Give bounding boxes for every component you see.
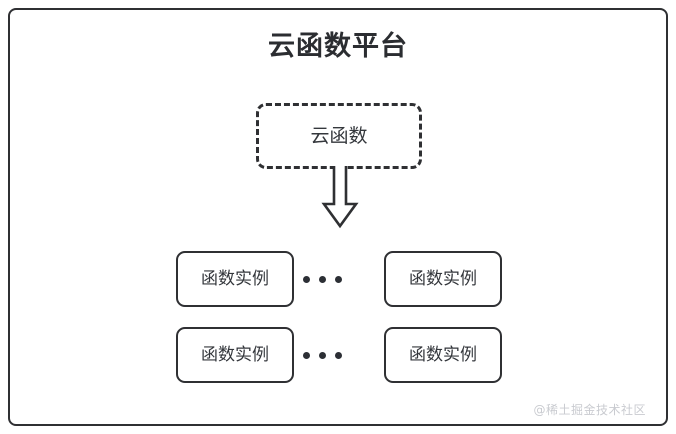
function-instance-label: 函数实例 [409, 268, 477, 289]
watermark: @稀土掘金技术社区 [533, 403, 646, 417]
cloud-function-node: 云函数 [256, 103, 422, 169]
ellipsis-dot [302, 351, 310, 359]
function-instance-label: 函数实例 [409, 344, 477, 365]
page-title: 云函数平台 [268, 31, 408, 62]
ellipsis-dot [318, 351, 326, 359]
ellipsis-row-2 [292, 350, 352, 360]
ellipsis-dot [318, 275, 326, 283]
ellipsis-dot [334, 351, 342, 359]
function-instance-box: 函数实例 [176, 327, 294, 383]
cloud-function-label: 云函数 [310, 124, 368, 147]
function-instance-box: 函数实例 [384, 327, 502, 383]
down-arrow-icon [320, 166, 360, 230]
function-instance-label: 函数实例 [201, 268, 269, 289]
function-instance-box: 函数实例 [176, 251, 294, 307]
ellipsis-row-1 [292, 274, 352, 284]
ellipsis-dot [334, 275, 342, 283]
function-instance-box: 函数实例 [384, 251, 502, 307]
ellipsis-dot [302, 275, 310, 283]
function-instance-label: 函数实例 [201, 344, 269, 365]
